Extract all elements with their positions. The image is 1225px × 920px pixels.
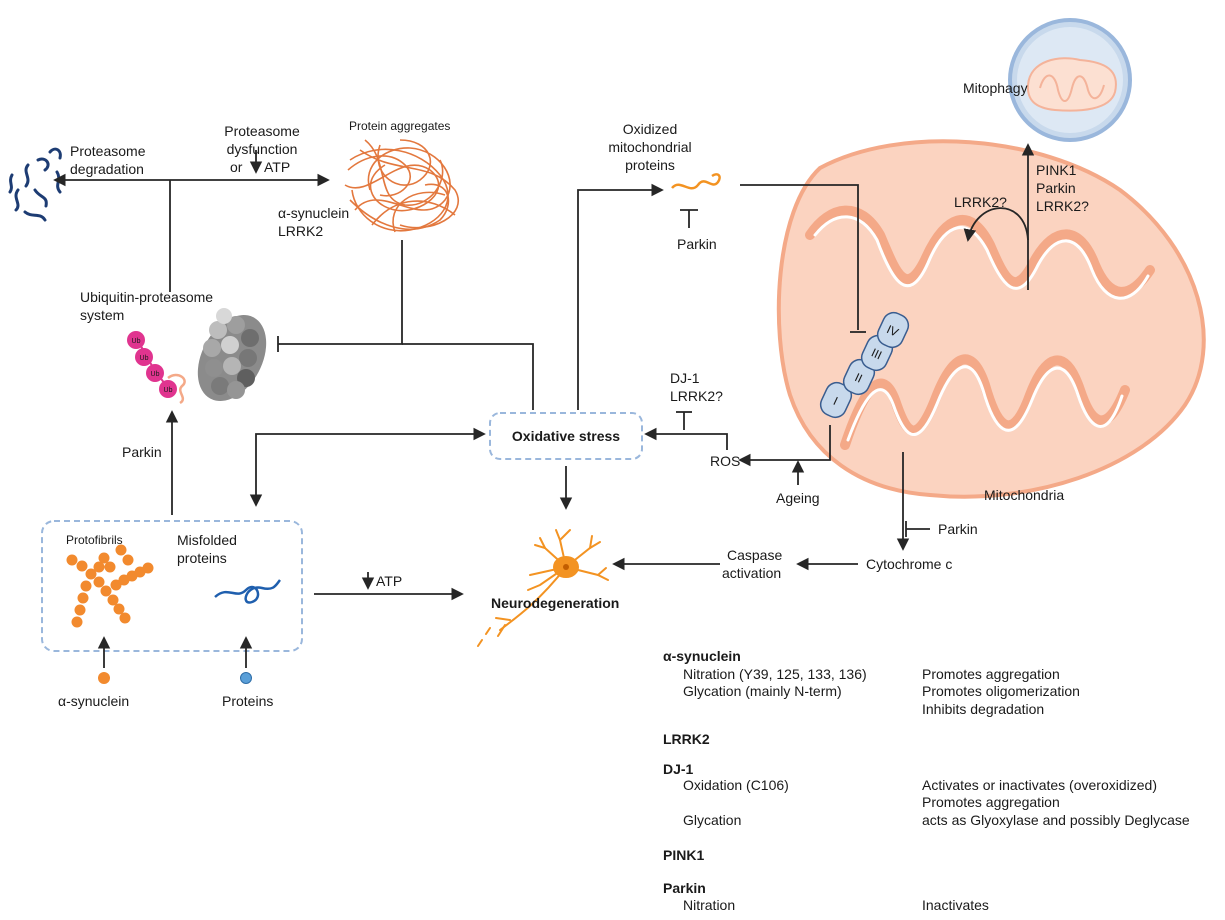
alpha-synuclein-dot — [98, 672, 110, 684]
ptm-table: α-synuclein Nitration (Y39, 125, 133, 13… — [663, 648, 1190, 913]
ups-label: Ubiquitin-proteasome — [80, 289, 213, 305]
complex-iv-label: IV — [884, 322, 900, 339]
table-heading-lrrk2: LRRK2 — [663, 731, 710, 747]
misfolded-proteins-label: proteins — [177, 550, 227, 566]
neurodegeneration-label: Neurodegeneration — [491, 595, 619, 611]
proteasome-dysfunction-label: Proteasome — [224, 123, 300, 139]
protofibrils-illustration — [66, 544, 154, 628]
aggregates-alpha-synuclein-label: α-synuclein — [278, 205, 349, 221]
proteins-source-label: Proteins — [222, 693, 273, 709]
pathway-arrows — [53, 143, 1035, 668]
ups-label: system — [80, 307, 124, 323]
ub-label: Ub — [151, 371, 160, 378]
electron-transport-complexes: I II III IV — [819, 311, 910, 419]
parkin-mitophagy-label: Parkin — [1036, 180, 1076, 196]
dj1-label: DJ-1 — [670, 370, 700, 386]
neuron-illustration — [477, 529, 609, 647]
proteasome-degradation-label: degradation — [70, 161, 144, 177]
complex-ii-label: II — [853, 370, 865, 386]
cytochrome-c-label: Cytochrome c — [866, 556, 952, 572]
table-heading-alpha-synuclein: α-synuclein — [663, 648, 741, 664]
ub-label: Ub — [164, 387, 173, 394]
parkin-cytochrome-label: Parkin — [938, 521, 978, 537]
table-row-effect: Promotes aggregation — [922, 794, 1060, 810]
table-row-effect: Activates or inactivates (overoxidized) — [922, 777, 1157, 793]
caspase-label: activation — [722, 565, 781, 581]
mitophagy-label: Mitophagy — [963, 80, 1028, 96]
protein-aggregates-label: Protein aggregates — [349, 119, 450, 133]
oxidative-stress-box — [489, 412, 643, 460]
caspase-label: Caspase — [727, 547, 782, 563]
parkin-ups-label: Parkin — [122, 444, 162, 460]
aggregates-lrrk2-label: LRRK2 — [278, 223, 323, 239]
table-row-effect: Promotes oligomerization — [922, 683, 1080, 699]
misfolded-protein-squiggle — [214, 579, 281, 604]
oxidized-protein-squiggle — [671, 173, 721, 190]
alpha-synuclein-source-label: α-synuclein — [58, 693, 129, 709]
proteasome-degradation-label: Proteasome — [70, 143, 146, 159]
lrrk2-mitophagy-label-2: LRRK2? — [1036, 198, 1089, 214]
degraded-protein-fragments — [8, 147, 62, 222]
table-row-mod: Nitration — [683, 897, 735, 913]
oxidized-proteins-label: proteins — [625, 157, 675, 173]
mitochondrion-illustration — [776, 139, 1206, 499]
table-heading-dj1: DJ-1 — [663, 761, 694, 777]
oxidative-stress-label: Oxidative stress — [512, 428, 620, 444]
proteasome-dysfunction-or: or — [230, 159, 243, 175]
mitochondria-label: Mitochondria — [984, 487, 1064, 503]
lrrk2-mitophagy-label: LRRK2? — [954, 194, 1007, 210]
oxidized-proteins-label: Oxidized — [623, 121, 677, 137]
table-row-mod: Glycation (mainly N-term) — [683, 683, 842, 699]
proteasome-illustration — [197, 308, 267, 401]
protofibrils-label: Protofibrils — [66, 533, 123, 547]
table-row-mod: Glycation — [683, 812, 741, 828]
proteasome-dysfunction-atp: ATP — [264, 159, 290, 175]
table-heading-parkin: Parkin — [663, 880, 706, 896]
lrrk2-ros-label: LRRK2? — [670, 388, 723, 404]
proteasome-dysfunction-label: dysfunction — [227, 141, 298, 157]
atp-decrease-label: ATP — [376, 573, 402, 589]
ubiquitin-chain: Ub Ub Ub Ub — [127, 331, 186, 405]
protein-aggregates-illustration — [344, 139, 459, 233]
table-heading-pink1: PINK1 — [663, 847, 704, 863]
protein-dot — [240, 672, 252, 684]
pink1-label: PINK1 — [1036, 162, 1077, 178]
table-row-effect: Inhibits degradation — [922, 701, 1044, 717]
table-row-effect: Promotes aggregation — [922, 666, 1060, 682]
ub-label: Ub — [132, 338, 141, 345]
table-row-effect: acts as Glyoxylase and possibly Deglycas… — [922, 812, 1190, 828]
misfolded-proteins-label: Misfolded — [177, 532, 237, 548]
mitophagy-vesicle — [1008, 18, 1132, 142]
ub-label: Ub — [140, 355, 149, 362]
complex-i-label: I — [831, 394, 840, 408]
parkin-oxidized-label: Parkin — [677, 236, 717, 252]
table-row-mod: Oxidation (C106) — [683, 777, 789, 793]
table-row-effect: Inactivates — [922, 897, 989, 913]
ageing-label: Ageing — [776, 490, 820, 506]
oxidized-proteins-label: mitochondrial — [608, 139, 691, 155]
ros-label: ROS — [710, 453, 740, 469]
table-row-mod: Nitration (Y39, 125, 133, 136) — [683, 666, 867, 682]
